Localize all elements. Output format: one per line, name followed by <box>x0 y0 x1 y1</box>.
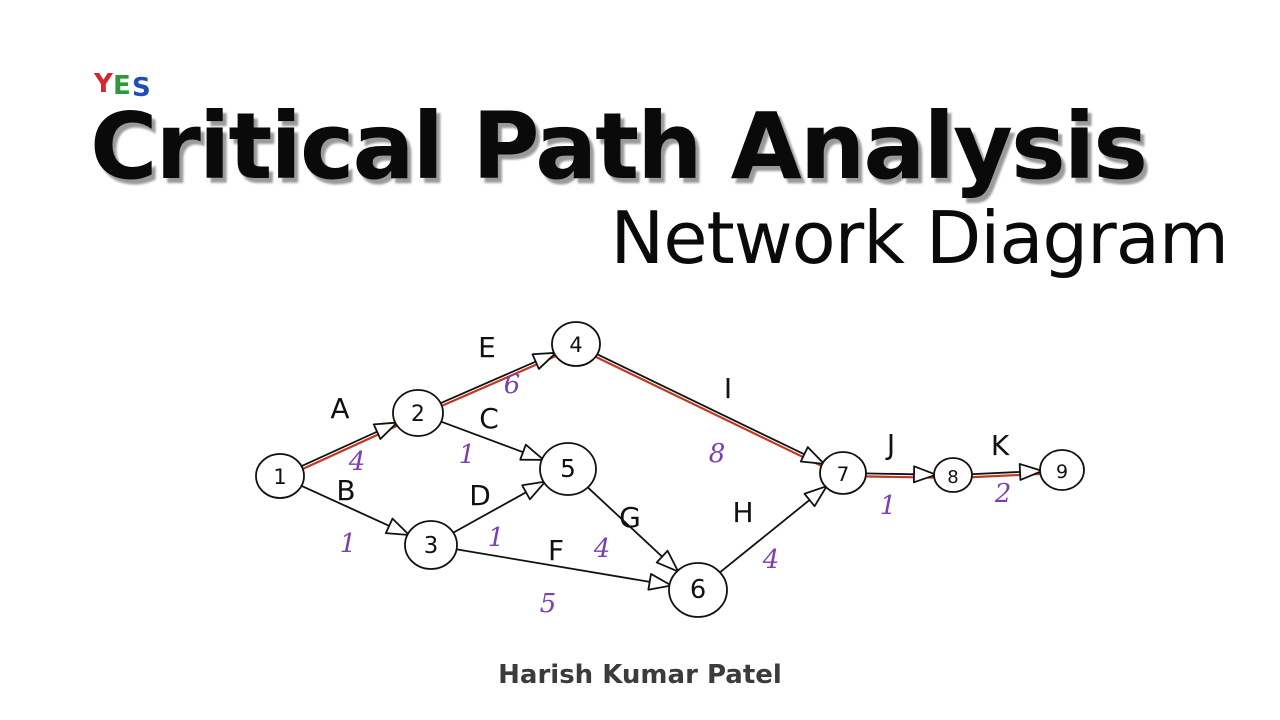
node-3: 3 <box>404 520 458 570</box>
arrowhead-f <box>647 573 673 591</box>
activity-arrow-h <box>718 485 828 574</box>
duration-label-g: 4 <box>593 534 611 564</box>
duration-label-h: 4 <box>762 545 780 575</box>
activity-label-j: J <box>885 428 895 461</box>
duration-label-d: 1 <box>488 523 505 553</box>
activity-label-b: B <box>336 474 355 507</box>
arrowhead-j <box>912 465 937 484</box>
node-circle <box>255 453 305 499</box>
logo-letter-e: E <box>113 71 131 98</box>
activity-label-h: H <box>732 496 753 529</box>
arrowhead-i <box>799 446 825 465</box>
node-circle <box>551 321 601 367</box>
activity-label-e: E <box>478 331 496 364</box>
node-label: 7 <box>837 462 850 486</box>
node-label: 1 <box>273 465 286 489</box>
arrowhead-k <box>1018 463 1043 481</box>
node-label: 9 <box>1056 461 1068 483</box>
logo-letter-y: Y <box>93 69 114 98</box>
node-7: 7 <box>819 451 867 495</box>
activity-arrow-f <box>454 548 672 587</box>
page-title: Critical Path Analysis <box>90 93 1148 200</box>
node-circle <box>819 451 867 495</box>
node-6: 6 <box>668 562 728 618</box>
arrowhead-d <box>521 480 547 501</box>
node-label: 5 <box>560 454 576 483</box>
node-9: 9 <box>1039 449 1085 491</box>
arrowhead-h <box>803 485 828 508</box>
page-subtitle: Network Diagram <box>610 196 1229 280</box>
critical-path-i <box>594 355 824 468</box>
node-circle <box>933 457 973 493</box>
activity-label-a: A <box>330 392 349 425</box>
activity-label-d: D <box>469 479 491 512</box>
arrowhead-e <box>531 351 557 370</box>
node-5: 5 <box>539 442 597 496</box>
logo-letter-s: S <box>132 73 151 98</box>
duration-label-a: 4 <box>348 447 366 477</box>
node-label: 4 <box>569 333 582 357</box>
activity-arrow-i <box>595 352 825 465</box>
author-name: Harish Kumar Patel <box>498 660 782 690</box>
node-1: 1 <box>255 453 305 499</box>
activity-label-k: K <box>991 429 1010 462</box>
node-label: 8 <box>947 467 958 488</box>
duration-label-b: 1 <box>340 529 357 559</box>
activity-label-f: F <box>548 534 564 567</box>
yes-logo: Y E S <box>93 69 151 98</box>
node-circle <box>392 389 444 437</box>
node-circle <box>668 562 728 618</box>
duration-label-e: 6 <box>504 370 521 400</box>
duration-label-i: 8 <box>709 439 726 469</box>
duration-label-j: 1 <box>880 491 897 521</box>
arrowhead-b <box>384 517 411 536</box>
node-label: 3 <box>424 533 439 559</box>
duration-label-f: 5 <box>540 589 557 619</box>
duration-label-k: 2 <box>994 479 1012 509</box>
arrowhead-c <box>519 443 545 461</box>
node-circle <box>404 520 458 570</box>
node-2: 2 <box>392 389 444 437</box>
arrowhead-g <box>655 549 680 573</box>
node-4: 4 <box>551 321 601 367</box>
activity-label-i: I <box>724 372 732 405</box>
node-label: 6 <box>690 575 706 605</box>
node-circle <box>1039 449 1085 491</box>
node-8: 8 <box>933 457 973 493</box>
activity-label-c: C <box>479 402 499 435</box>
duration-label-c: 1 <box>459 440 476 470</box>
arrowhead-a <box>372 421 398 440</box>
node-circle <box>539 442 597 496</box>
activity-label-g: G <box>619 501 641 534</box>
node-label: 2 <box>411 402 425 427</box>
